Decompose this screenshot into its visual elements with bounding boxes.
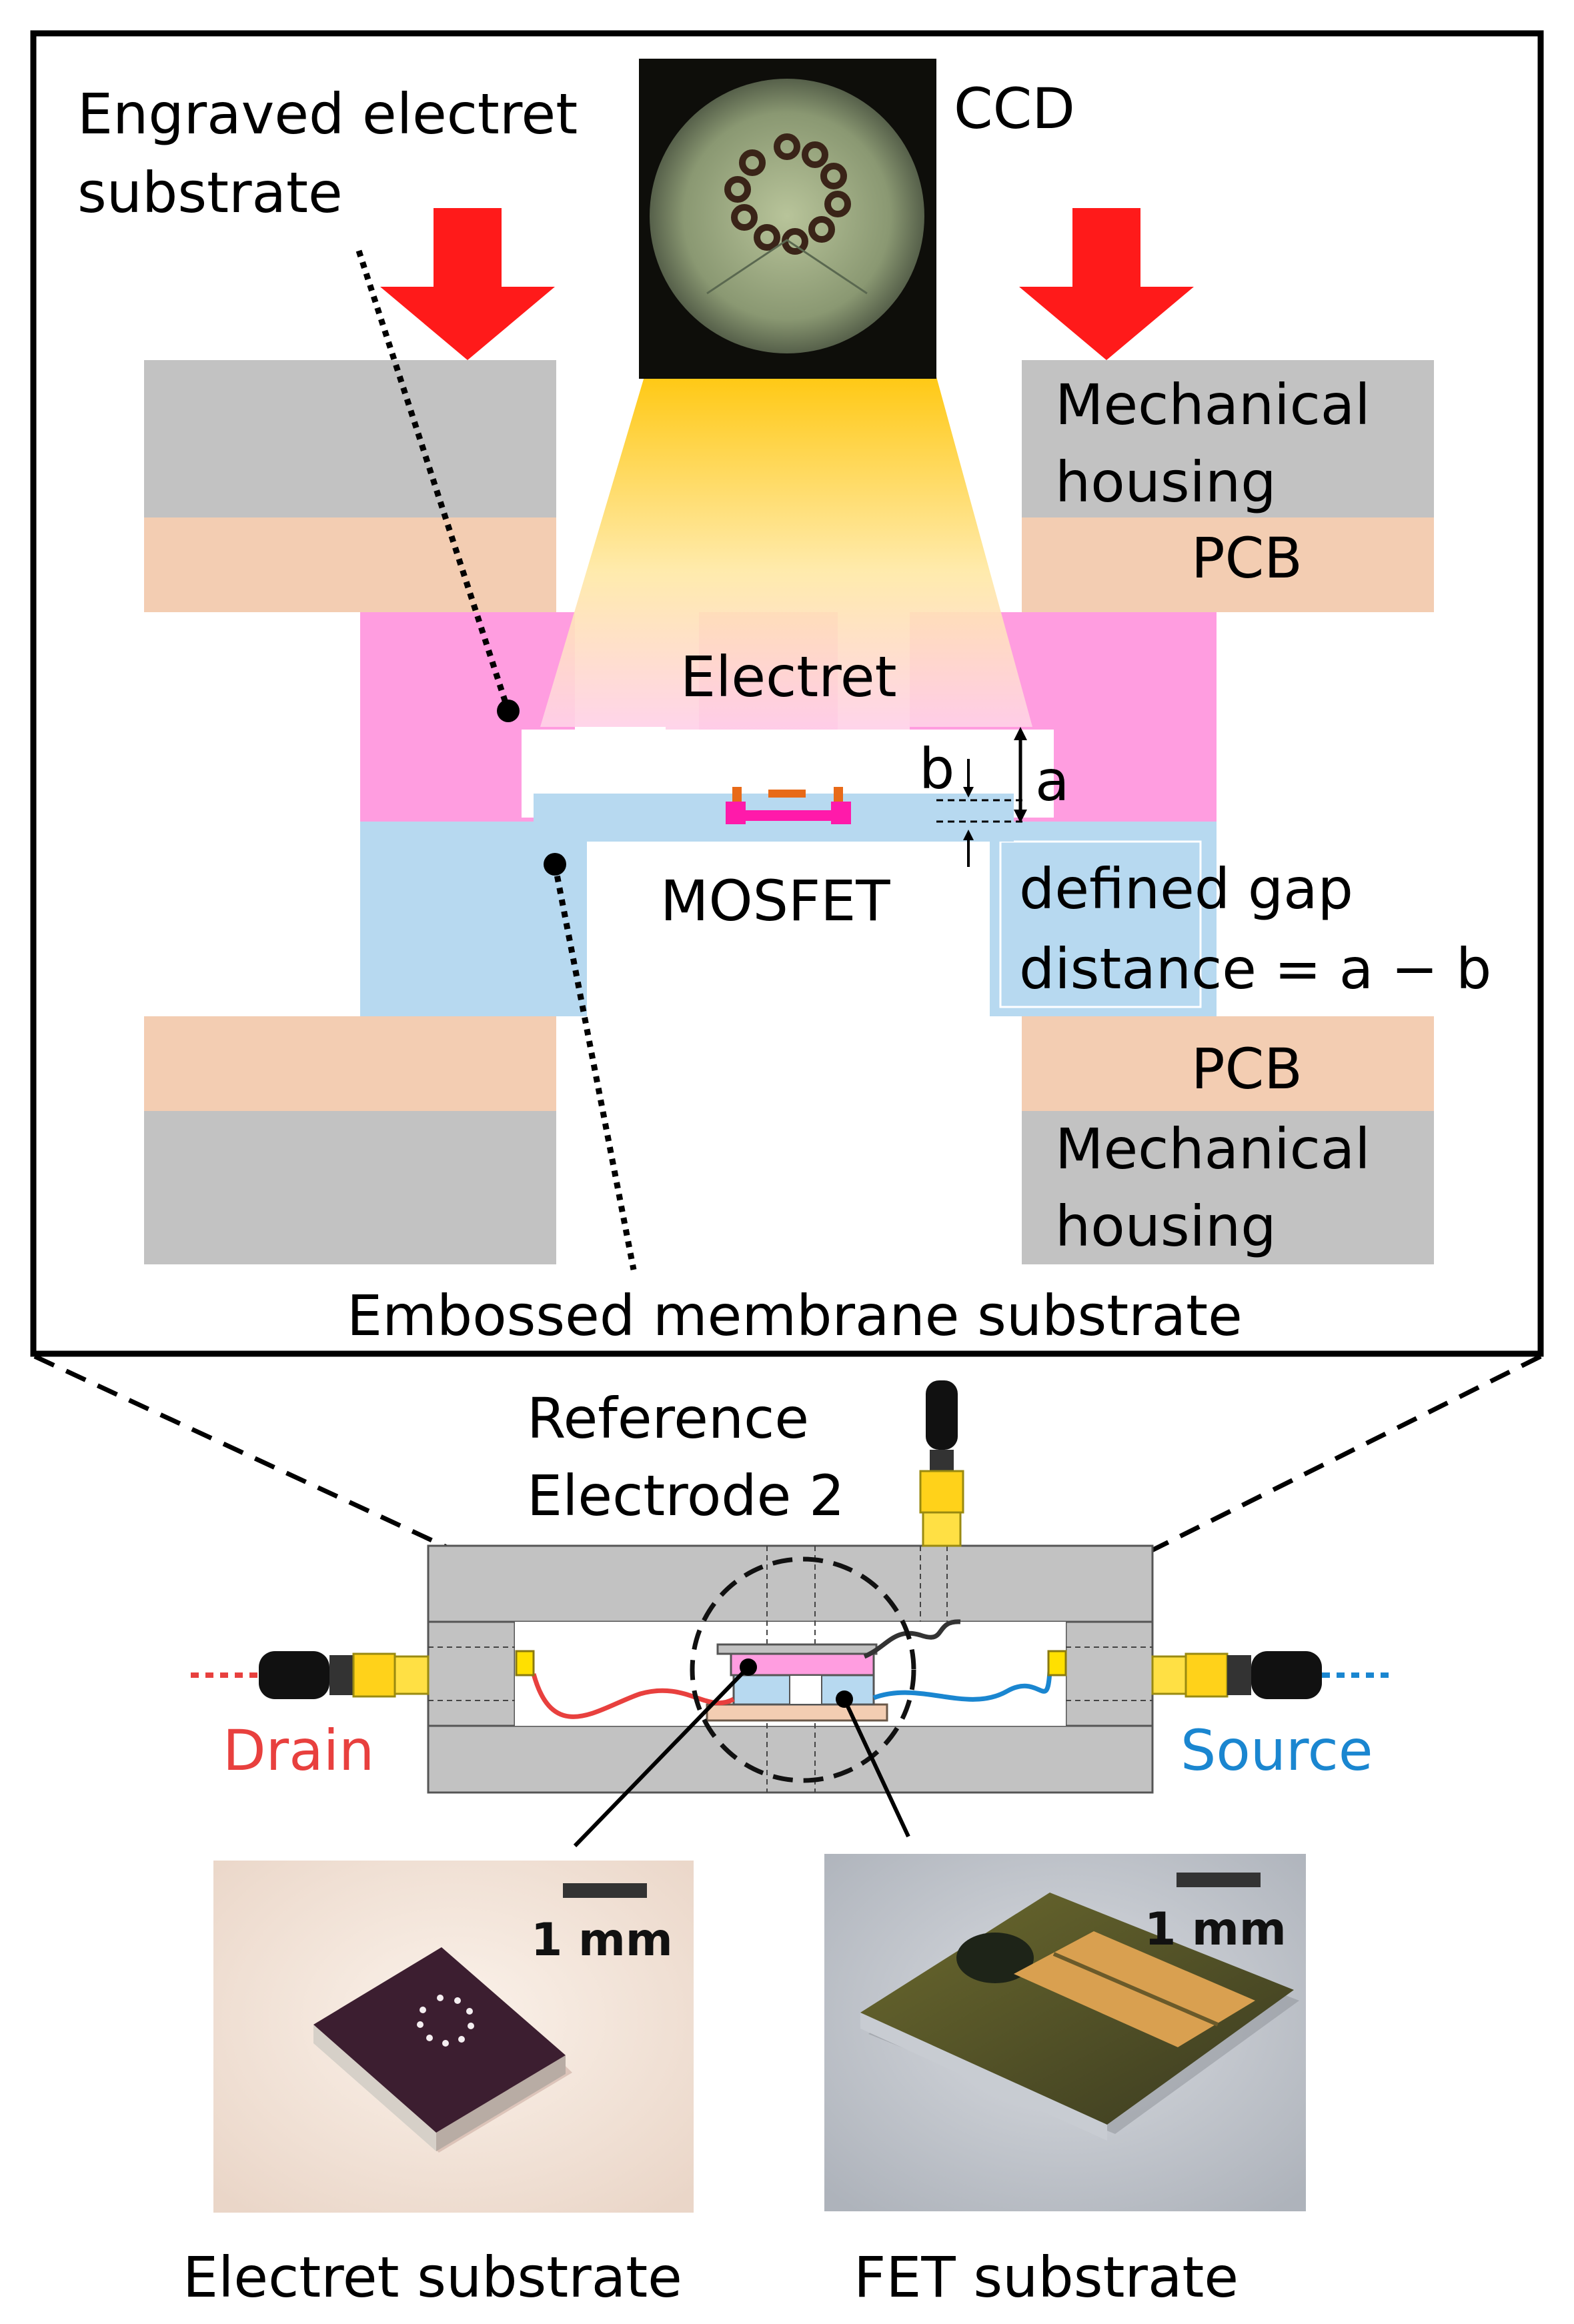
electret-photo-leader [573, 1665, 750, 1848]
mechanical-housing-bottom-right [1022, 1111, 1434, 1264]
a-arrow-head-bottom-icon [1014, 810, 1027, 823]
pcb-bottom-label: PCB [1191, 1036, 1303, 1102]
engraved-label-line2: substrate [77, 160, 343, 225]
electret-photo-leader-dot [740, 1658, 757, 1676]
source-connector-icon [1151, 1651, 1322, 1699]
light-beam [540, 377, 1032, 732]
ccd-label: CCD [954, 76, 1075, 141]
assembly-top-plate [716, 1643, 878, 1655]
mechanical-housing-bottom-label-line1: Mechanical [1055, 1116, 1371, 1182]
ccd-field [650, 79, 924, 353]
embossed-leader [552, 864, 637, 1270]
mechanical-housing-bottom-label-line2: housing [1055, 1194, 1277, 1259]
membrane-right-inner [999, 840, 1202, 1008]
b-label: b [919, 736, 954, 802]
electret-scale-label: 1 mm [531, 1914, 673, 1967]
mosfet-left-contact [732, 787, 742, 802]
membrane-left-block [360, 822, 587, 1016]
mechanical-housing-top-right [1022, 360, 1434, 517]
pcb-top-right [1022, 517, 1434, 612]
engraved-label-line1: Engraved electret [77, 81, 578, 147]
fet-scale-label: 1 mm [1144, 1903, 1287, 1956]
a-label: a [1035, 748, 1069, 814]
pressure-arrow-left-icon [380, 208, 555, 360]
fet-chip-electrode-gap [1052, 1952, 1219, 2027]
source-wire [872, 1670, 1052, 1702]
drain-connector-icon [259, 1651, 430, 1699]
source-label: Source [1180, 1718, 1373, 1783]
ccd-probe-lines [706, 239, 868, 295]
assembly-pcb [706, 1703, 888, 1722]
mosfet-center-contact [768, 790, 806, 798]
mechanical-housing-top-label-line1: Mechanical [1055, 372, 1371, 437]
electret-caption: Electret substrate [183, 2245, 682, 2310]
mosfet-gate [727, 810, 848, 821]
ccd-electret-ring [724, 133, 851, 255]
pcb-bottom-left [144, 1016, 556, 1111]
reference-electrode-label-line1: Reference [527, 1386, 809, 1451]
assembly-housing-top [427, 1544, 1154, 1623]
zoom-line-right [919, 1354, 1542, 1668]
pressure-arrow-right-icon [1019, 208, 1194, 360]
fet-photo-leader [842, 1698, 910, 1838]
engraved-leader-dot [497, 700, 520, 722]
b-arrow-lower-head-icon [963, 830, 974, 840]
reference-connector-icon [919, 1380, 964, 1547]
pcb-top-label: PCB [1191, 525, 1303, 591]
fet-scale-bar [1176, 1873, 1261, 1887]
electret-chip-side [313, 2025, 436, 2151]
mosfet-right-pad [831, 802, 851, 824]
drain-label: Drain [223, 1718, 374, 1783]
assembly-housing-bottom [427, 1724, 1154, 1794]
drain-clip [515, 1650, 535, 1676]
zoom-line-left [33, 1354, 704, 1668]
pcb-bottom-right [1022, 1016, 1434, 1111]
fet-chip-cavity [956, 1933, 1034, 1983]
assembly-housing-left [427, 1620, 516, 1727]
gap-label-line2: distance = a − b [1019, 936, 1491, 1002]
assembly-center-chip [789, 1674, 822, 1705]
electret-label: Electret [680, 644, 897, 710]
electret-chip-top [313, 1947, 566, 2133]
electret-scale-bar [563, 1883, 647, 1898]
mosfet-left-pad [726, 802, 746, 824]
zoom-circle [690, 1556, 916, 1783]
reference-wire [863, 1619, 961, 1659]
mechanical-housing-top-label-line2: housing [1055, 449, 1277, 515]
mechanical-housing-top-left [144, 360, 556, 517]
reference-electrode-label-line2: Electrode 2 [527, 1463, 844, 1528]
fet-photo-leader-dot [836, 1690, 853, 1708]
electret-chip-side-right [436, 2055, 566, 2151]
b-arrow-head-icon [963, 787, 974, 798]
mechanical-housing-bottom-left [144, 1111, 556, 1264]
engraved-leader [355, 249, 512, 712]
source-clip [1047, 1650, 1067, 1676]
assembly-housing-right [1064, 1620, 1154, 1727]
gap-label-line1: defined gap [1019, 856, 1353, 922]
embossed-leader-dot [544, 853, 566, 876]
drain-wire [531, 1673, 735, 1719]
electret-chip-dots [417, 1995, 474, 2047]
mosfet-label: MOSFET [660, 868, 890, 934]
mosfet-right-contact [834, 787, 843, 802]
embossed-label: Embossed membrane substrate [347, 1283, 1243, 1348]
a-arrow-head-top-icon [1014, 727, 1027, 740]
fet-chip-side [860, 2013, 1107, 2141]
fet-caption: FET substrate [854, 2245, 1239, 2310]
pcb-top-left [144, 517, 556, 612]
